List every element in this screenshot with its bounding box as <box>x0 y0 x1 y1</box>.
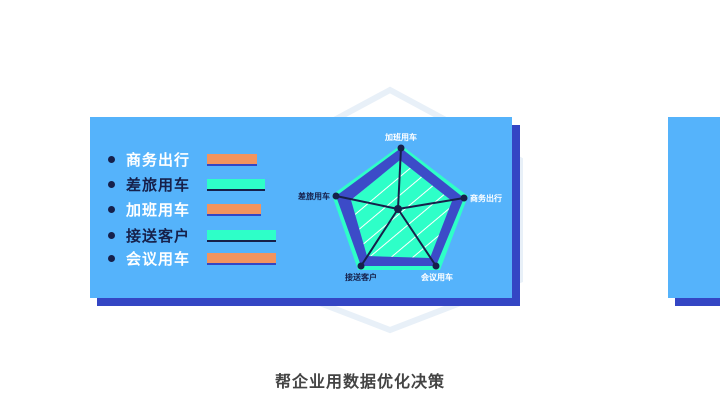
legend-label: 会议用车 <box>126 250 191 268</box>
radar-point <box>332 192 340 200</box>
legend-item: 商务出行 <box>108 149 190 170</box>
radar-chart: 加班用车 商务出行 会议用车 接送客户 差旅用车 <box>297 132 502 282</box>
radar-point <box>432 262 440 270</box>
bullet-icon <box>108 255 115 262</box>
legend-item: 差旅用车 <box>108 174 190 195</box>
radar-point <box>357 262 365 270</box>
radar-label: 接送客户 <box>345 272 377 282</box>
legend-label: 接送客户 <box>126 227 191 245</box>
right-card <box>668 117 720 298</box>
legend-label: 差旅用车 <box>126 176 191 194</box>
bullet-icon <box>108 206 115 213</box>
legend-label: 商务出行 <box>126 151 191 169</box>
radar-point <box>397 144 405 152</box>
legend-item: 会议用车 <box>108 248 190 269</box>
legend-item: 接送客户 <box>108 225 190 246</box>
legend-bar <box>207 253 276 265</box>
legend-bar <box>207 179 265 191</box>
legend-bar <box>207 204 261 216</box>
legend-label: 加班用车 <box>126 201 191 219</box>
radar-label: 商务出行 <box>470 193 502 203</box>
bullet-icon <box>108 156 115 163</box>
radar-label: 加班用车 <box>384 132 417 142</box>
radar-label: 差旅用车 <box>297 191 330 201</box>
radar-label: 会议用车 <box>421 272 453 282</box>
bullet-icon <box>108 232 115 239</box>
bullet-icon <box>108 181 115 188</box>
legend-bar <box>207 230 276 242</box>
legend-item: 加班用车 <box>108 199 190 220</box>
caption: 帮企业用数据优化决策 <box>274 372 445 391</box>
radar-center <box>394 205 402 213</box>
radar-point <box>460 194 468 202</box>
legend-bar <box>207 154 257 166</box>
